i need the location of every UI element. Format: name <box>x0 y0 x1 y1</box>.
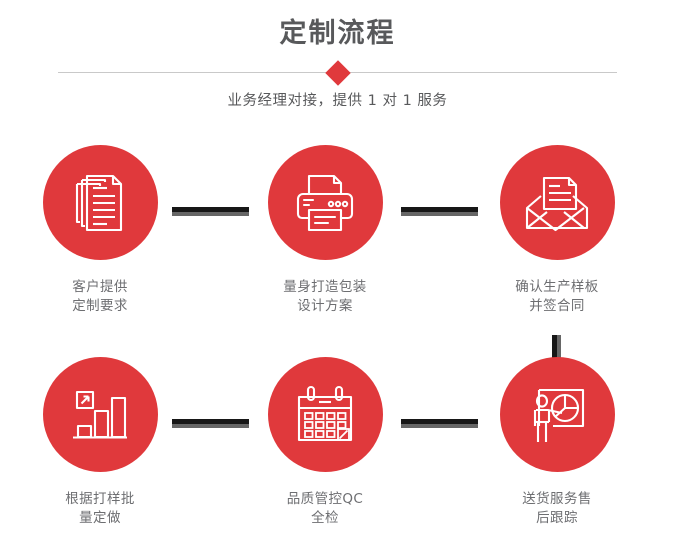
connector-step5-step6 <box>401 419 478 428</box>
connector-bar-grey <box>172 424 249 428</box>
process-flow: 客户提供 定制要求 <box>0 145 675 550</box>
connector-bar-dark <box>172 207 249 212</box>
flow-step-5-circle[interactable] <box>267 357 383 472</box>
flow-step-4-label: 根据打样批 量定做 <box>65 491 135 526</box>
header: 定制流程 业务经理对接，提供 1 对 1 服务 <box>0 0 675 130</box>
connector-bar-dark <box>401 419 478 424</box>
presenter-piechart-icon <box>533 388 585 442</box>
flow-step-2-circle[interactable] <box>267 145 383 260</box>
title-divider <box>0 60 675 86</box>
flow-step-5[interactable]: 品质管控QC 全检 <box>210 357 440 528</box>
flow-step-3[interactable]: 确认生产样板 并签合同 <box>442 145 672 316</box>
flow-step-3-label: 确认生产样板 并签合同 <box>515 279 599 314</box>
flow-step-4-circle[interactable] <box>42 357 158 472</box>
flow-step-1-circle[interactable] <box>42 145 158 260</box>
connector-bar-grey <box>557 335 561 378</box>
connector-bar-dark <box>552 335 557 378</box>
connector-step3-step6 <box>552 335 561 378</box>
flow-step-2[interactable]: 量身打造包装 设计方案 <box>210 145 440 316</box>
bar-chart-growth-icon <box>73 390 127 439</box>
diamond-icon <box>324 60 351 86</box>
connector-step1-step2 <box>172 207 249 216</box>
printer-icon <box>296 174 354 231</box>
page-subtitle: 业务经理对接，提供 1 对 1 服务 <box>227 93 448 109</box>
connector-bar-dark <box>172 419 249 424</box>
flow-step-3-circle[interactable] <box>499 145 615 260</box>
envelope-document-icon <box>525 176 589 231</box>
calendar-check-icon <box>297 385 353 441</box>
page-title: 定制流程 <box>279 18 396 49</box>
flow-step-5-label: 品质管控QC 全检 <box>286 491 364 526</box>
connector-bar-grey <box>401 424 478 428</box>
flow-step-6-label: 送货服务售 后跟踪 <box>522 491 592 526</box>
flow-step-1[interactable]: 客户提供 定制要求 <box>0 145 215 316</box>
connector-step4-step5 <box>172 419 249 428</box>
connector-bar-dark <box>401 207 478 212</box>
connector-step2-step3 <box>401 207 478 216</box>
connector-bar-grey <box>172 212 249 216</box>
flow-step-2-label: 量身打造包装 设计方案 <box>283 279 367 314</box>
flow-step-6[interactable]: 送货服务售 后跟踪 <box>442 357 672 528</box>
flow-step-1-label: 客户提供 定制要求 <box>72 279 128 314</box>
flow-step-6-circle[interactable] <box>499 357 615 472</box>
documents-stack-icon <box>75 174 123 231</box>
connector-bar-grey <box>401 212 478 216</box>
flow-step-4[interactable]: 根据打样批 量定做 <box>0 357 215 528</box>
